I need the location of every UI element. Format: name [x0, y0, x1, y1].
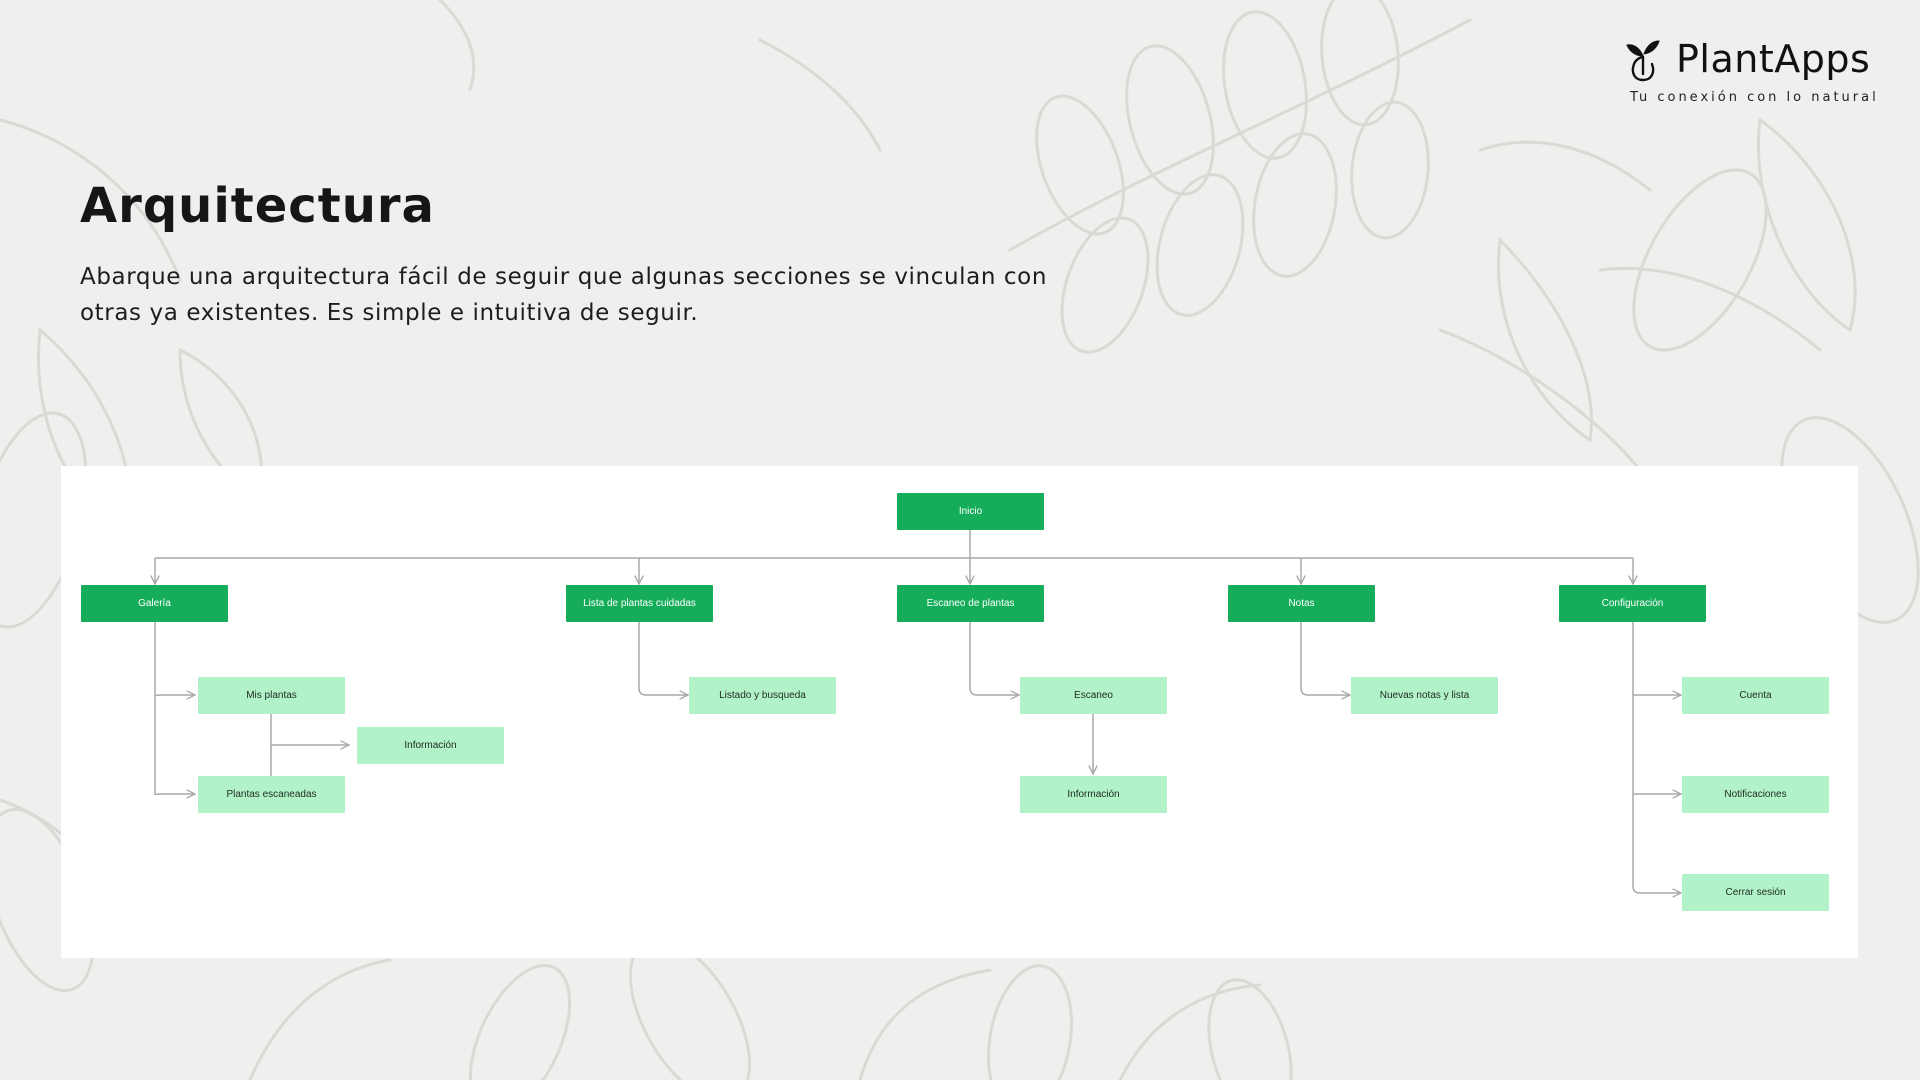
- diagram-connectors: [61, 530, 1858, 958]
- node-plantas-escaneadas: Plantas escaneadas: [198, 776, 345, 813]
- brand-name: PlantApps: [1676, 37, 1871, 81]
- node-escaneo: Escaneo: [1020, 677, 1167, 714]
- node-cuenta: Cuenta: [1682, 677, 1829, 714]
- brand-logo: PlantApps Tu conexión con lo natural: [1626, 36, 1876, 108]
- node-notas: Notas: [1228, 585, 1375, 622]
- node-lista-plantas: Lista de plantas cuidadas: [566, 585, 713, 622]
- node-configuracion: Configuración: [1559, 585, 1706, 622]
- node-escaneo-plantas: Escaneo de plantas: [897, 585, 1044, 622]
- node-escaneo-informacion: Información: [1020, 776, 1167, 813]
- node-inicio: Inicio: [897, 493, 1044, 530]
- node-listado-busqueda: Listado y busqueda: [689, 677, 836, 714]
- page-title: Arquitectura: [80, 178, 435, 234]
- brand-tagline: Tu conexión con lo natural: [1630, 90, 1879, 105]
- node-galeria-informacion: Información: [357, 727, 504, 764]
- sprout-icon: [1626, 40, 1660, 82]
- node-nuevas-notas: Nuevas notas y lista: [1351, 677, 1498, 714]
- node-notificaciones: Notificaciones: [1682, 776, 1829, 813]
- architecture-diagram: Inicio Galería Lista de plantas cuidadas…: [61, 466, 1858, 958]
- node-mis-plantas: Mis plantas: [198, 677, 345, 714]
- node-galeria: Galería: [81, 585, 228, 622]
- node-cerrar-sesion: Cerrar sesión: [1682, 874, 1829, 911]
- page-description: Abarque una arquitectura fácil de seguir…: [80, 264, 1048, 326]
